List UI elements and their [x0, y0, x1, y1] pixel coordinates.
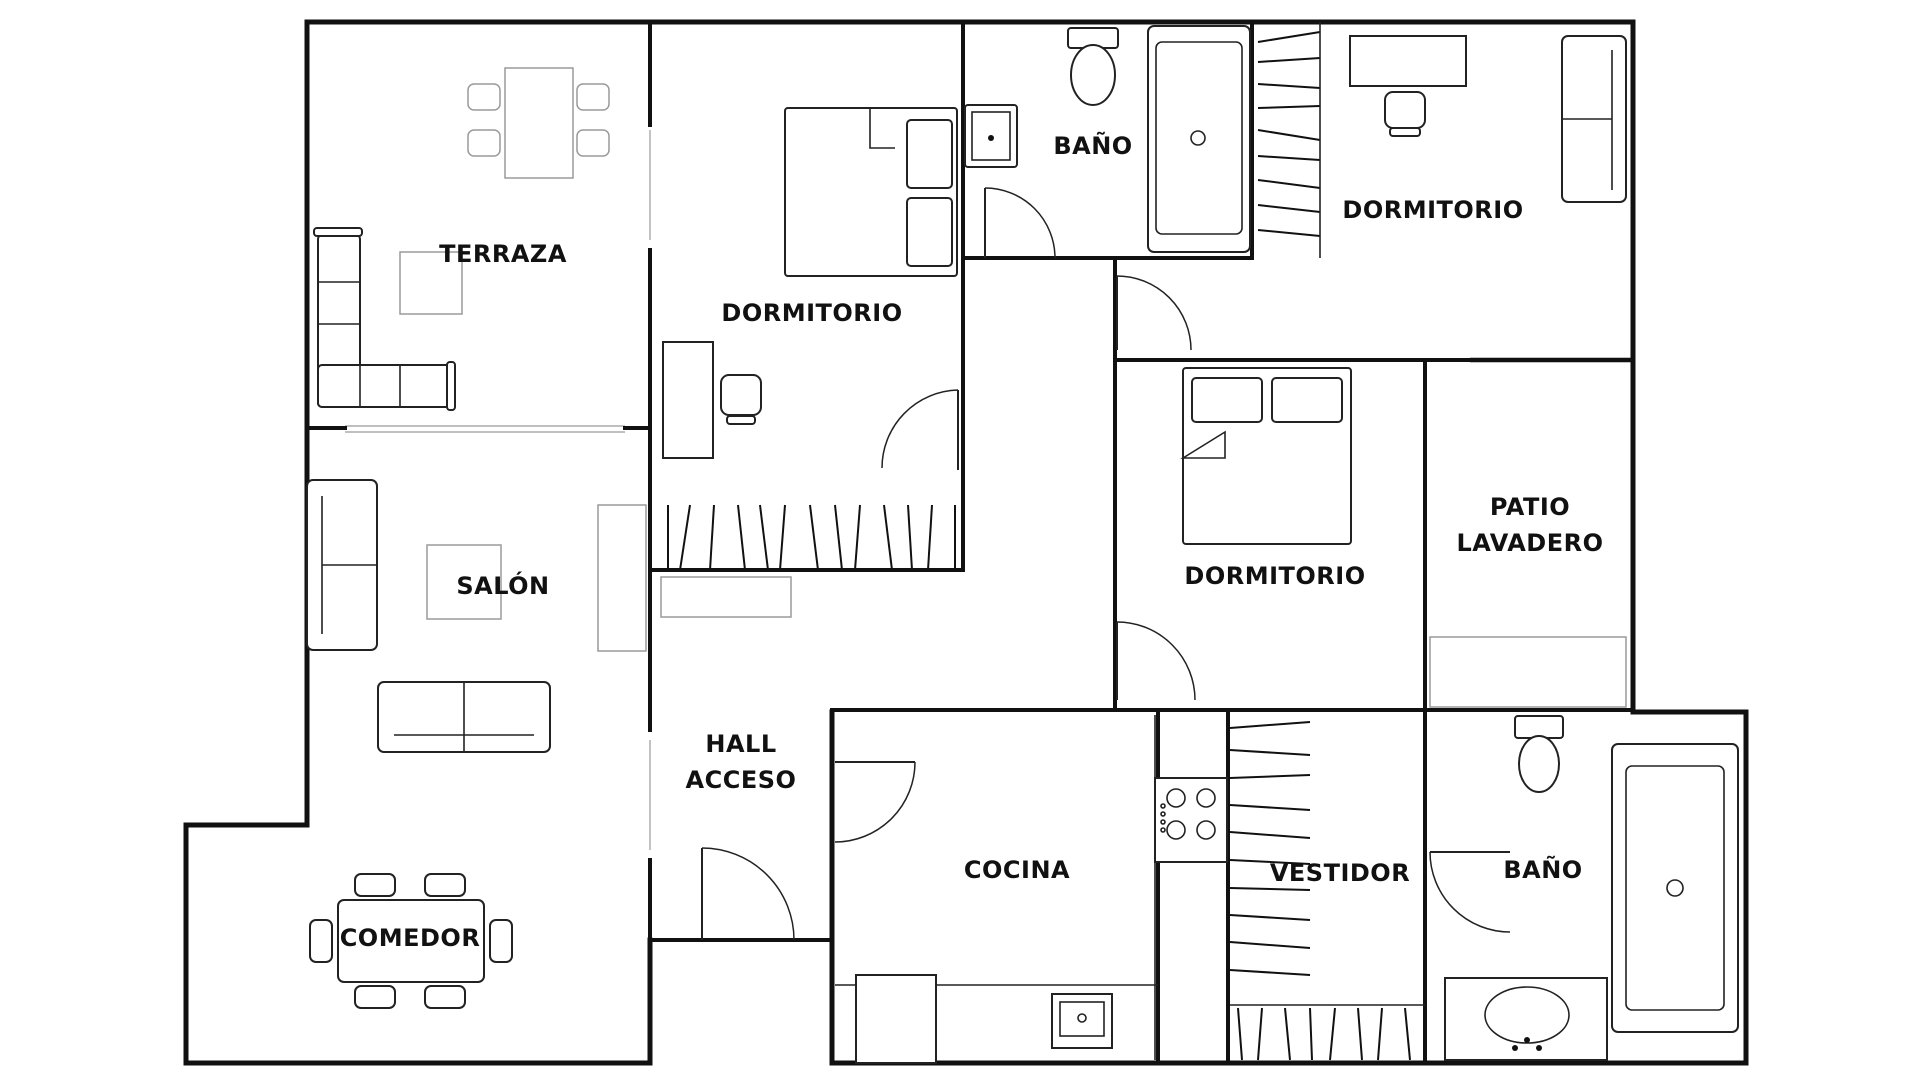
label-hall-acceso: HALL ACCESO [685, 730, 797, 794]
fridge-icon [855, 974, 937, 1064]
desk-icon [1349, 35, 1467, 87]
label-cocina: COCINA [963, 856, 1071, 884]
sink-icon [1444, 977, 1608, 1061]
door-cocina [834, 761, 916, 843]
label-bano-1: BAÑO [1053, 132, 1133, 160]
vestidor-hatch [1229, 721, 1425, 1061]
terraza-furniture [313, 67, 610, 411]
table-icon [337, 899, 485, 983]
label-dormitorio-2: DORMITORIO [1342, 196, 1524, 224]
door-dormitorio-1 [881, 389, 959, 470]
door-dormitorio-3 [1116, 621, 1196, 701]
bathtub-icon [1611, 743, 1739, 1033]
door-bano-2 [1429, 851, 1511, 933]
chair-icon [1384, 91, 1426, 129]
doors [701, 187, 1511, 941]
door-dormitorio-2 [1116, 275, 1192, 351]
patio-lavadero-fixtures [1429, 636, 1627, 708]
wardrobe-dormitorio-2 [1257, 22, 1321, 258]
label-dormitorio-1: DORMITORIO [721, 299, 903, 327]
bano-1-fixtures [964, 25, 1251, 253]
stove-icon [1154, 777, 1228, 863]
dormitorio-2-furniture [1257, 22, 1627, 258]
salon-furniture [306, 479, 647, 753]
door-entrada [701, 847, 795, 941]
bathtub-icon [1147, 25, 1251, 253]
chair-icon [720, 374, 762, 416]
dormitorio-3-furniture [1180, 367, 1352, 545]
toilet-icon [1514, 715, 1564, 739]
desk-icon [662, 341, 714, 459]
sink-icon [1051, 993, 1113, 1049]
comedor-furniture [309, 873, 513, 1009]
label-salon: SALÓN [456, 572, 550, 600]
dormitorio-1-furniture [660, 107, 958, 618]
wardrobe-dormitorio-1 [663, 504, 965, 572]
label-patio-lavadero: PATIO LAVADERO [1456, 493, 1604, 557]
label-terraza: TERRAZA [439, 240, 567, 268]
sink-icon [1429, 636, 1627, 708]
label-comedor: COMEDOR [339, 924, 481, 952]
cocina-fixtures [835, 715, 1228, 1064]
interior-walls [305, 20, 1635, 1065]
label-dormitorio-3: DORMITORIO [1184, 562, 1366, 590]
label-bano-2: BAÑO [1503, 856, 1583, 884]
label-vestidor: VESTIDOR [1269, 859, 1411, 887]
door-bano-1 [984, 187, 1056, 259]
bano-2-fixtures [1444, 715, 1739, 1061]
